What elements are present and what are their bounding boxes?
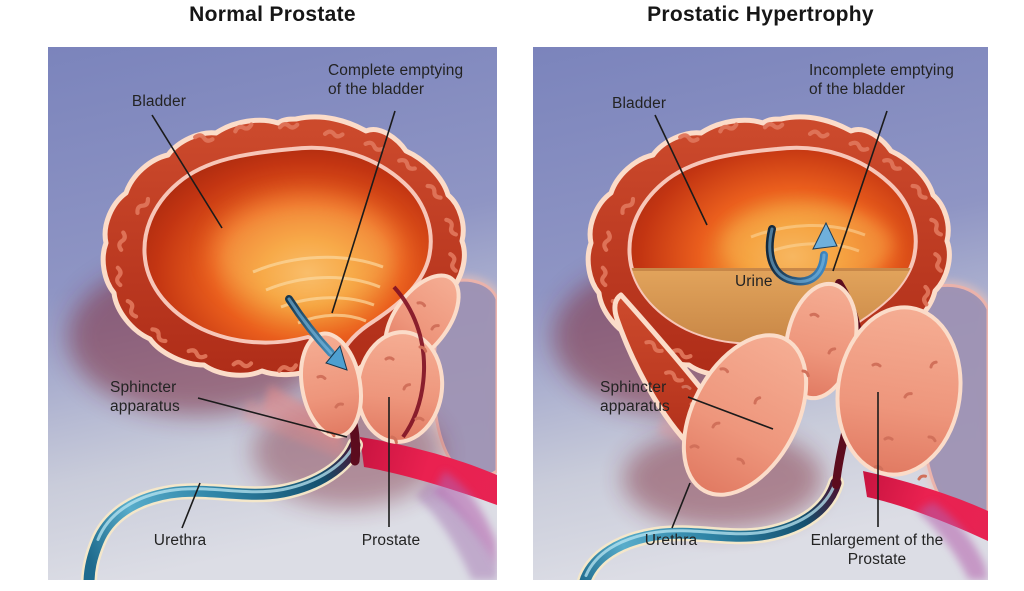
enlarged-prostate-gland [681, 281, 963, 497]
urethra-label: Urethra [644, 532, 698, 549]
emptying-flow-arrow-icon [285, 295, 348, 371]
urine-reflux-arrow-icon [765, 221, 838, 286]
bladder-label: Bladder [131, 93, 186, 110]
right-panel-title: Prostatic Hypertrophy [647, 3, 874, 26]
urethra-tube [81, 437, 363, 580]
rectum-artery [360, 437, 497, 567]
incomplete-emptying-label: Incomplete emptying of the bladder [809, 62, 954, 98]
left-panel-title: Normal Prostate [189, 3, 356, 26]
bladder-label: Bladder [612, 95, 667, 112]
complete-emptying-label: Complete emptying of the bladder [328, 62, 464, 98]
leader-lines [654, 110, 888, 529]
prostate-gland [299, 273, 461, 445]
normal-prostate-panel: Bladder Complete emptying of the bladder… [48, 47, 497, 580]
sphincter-apparatus-label: Sphincter apparatus [110, 379, 180, 415]
prostate-label: Prostate [361, 532, 421, 549]
sphincter-apparatus-label: Sphincter apparatus [600, 379, 670, 415]
normal-prostate-illustration [48, 47, 497, 580]
urethra-tube [576, 475, 844, 580]
prostate-enlargement-label: Enlargement of the Prostate [810, 532, 944, 568]
prostatic-hypertrophy-panel: Bladder Incomplete emptying of the bladd… [533, 47, 988, 580]
rectum-artery [863, 471, 988, 580]
urethra-label: Urethra [153, 532, 207, 549]
urine-label: Urine [735, 273, 773, 290]
leader-lines [151, 110, 396, 529]
prostatic-hypertrophy-illustration [533, 47, 988, 580]
bladder [100, 114, 467, 392]
